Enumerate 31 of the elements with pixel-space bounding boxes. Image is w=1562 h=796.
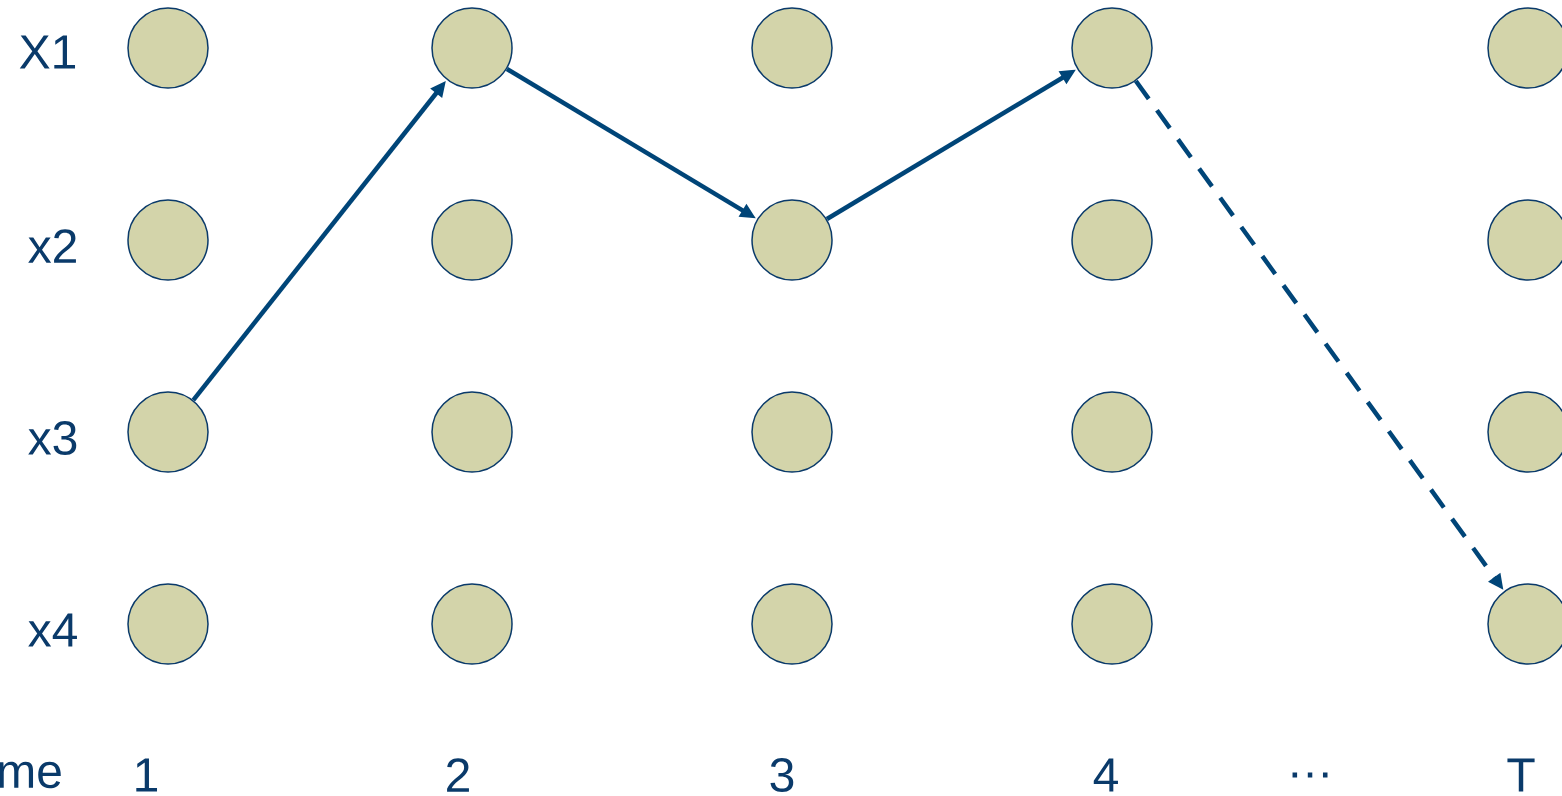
state-circle (1071, 391, 1153, 473)
state-circle (431, 391, 513, 473)
state-circle (1487, 391, 1562, 473)
state-circle (1071, 583, 1153, 665)
axis-label: T (1507, 758, 1535, 792)
state-circle (127, 391, 209, 473)
axis-label: me (0, 761, 61, 789)
axis-label: x3 (28, 421, 77, 455)
axis-label: X1 (19, 35, 75, 69)
state-circle (751, 391, 833, 473)
state-circle (431, 7, 513, 89)
state-circle (1487, 199, 1562, 281)
state-circle (1071, 7, 1153, 89)
axis-label: 3 (770, 758, 794, 792)
axis-label: … (1292, 772, 1328, 778)
state-circle (1487, 7, 1562, 89)
axis-label: x4 (28, 613, 77, 647)
state-circle (127, 7, 209, 89)
state-circle (431, 199, 513, 281)
state-circle (127, 199, 209, 281)
state-circle (751, 199, 833, 281)
state-circle (1071, 199, 1153, 281)
state-circle (1487, 583, 1562, 665)
state-circle (431, 583, 513, 665)
axis-label: x2 (28, 229, 76, 263)
state-circle (751, 7, 833, 89)
axis-label: 1 (136, 758, 157, 792)
state-circle (751, 583, 833, 665)
state-circle (127, 583, 209, 665)
axis-label: 4 (1093, 758, 1118, 792)
axis-label: 2 (447, 758, 469, 792)
